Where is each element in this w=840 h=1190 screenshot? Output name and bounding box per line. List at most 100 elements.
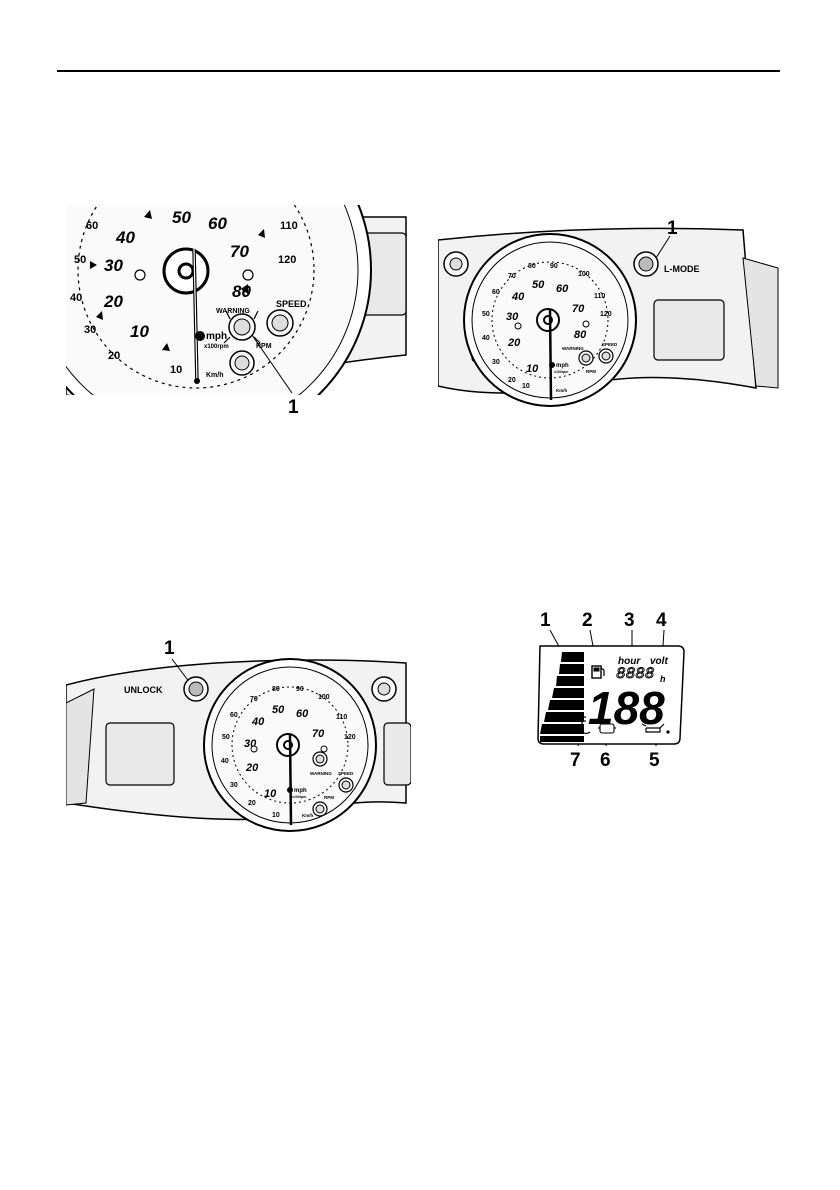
speed-button-label: SPEED [602, 342, 618, 347]
speed-tick-label: 40 [70, 292, 82, 304]
callout-leader [171, 658, 191, 684]
fuel-pump-icon [591, 665, 605, 679]
callout-2: 2 [582, 610, 593, 631]
display-window-right [383, 722, 411, 786]
speed-tick-label: 20 [508, 377, 516, 384]
inner-scale-ring [77, 205, 315, 389]
warning-button-cap[interactable] [233, 318, 251, 336]
speed-tick-label: 30 [84, 324, 96, 336]
speed-tick-label: 30 [230, 782, 238, 789]
needle-tip [194, 378, 200, 384]
callout-1: 1 [540, 610, 551, 631]
callout-leader [251, 334, 293, 394]
callout-1: 1 [288, 397, 299, 418]
warning-button-cap[interactable] [315, 754, 325, 764]
small-segment-display: 8888 [616, 665, 655, 683]
rpm-tick-label: 60 [556, 283, 569, 295]
rpm-button-label: RPM [324, 795, 334, 800]
speed-tick-label: 110 [280, 220, 298, 232]
indicator-lamp [134, 269, 146, 281]
figure-dashboard-lmode: L-MODE 1 10 20 30 40 50 60 70 80 90 100 … [438, 218, 783, 408]
speed-tick-label: 10 [170, 364, 182, 376]
speed-button-cap[interactable] [341, 780, 351, 790]
speed-tick-label: 50 [482, 311, 490, 318]
indicator-lamp [250, 745, 258, 753]
side-panel [66, 688, 95, 806]
speed-tick-label: 30 [492, 359, 500, 366]
kmh-label: Km/h [206, 372, 224, 379]
rpm-tick-label: 70 [312, 728, 325, 740]
mph-label: mph [294, 788, 307, 794]
rpm-tick-label: 40 [511, 291, 525, 303]
side-panel [742, 257, 779, 389]
unlock-label: UNLOCK [124, 685, 163, 695]
needle [288, 734, 293, 826]
rpm-tick-label: 60 [296, 708, 309, 720]
unlock-button-cap[interactable] [188, 681, 204, 697]
needle-hub [276, 733, 300, 757]
rpm-tick-label: 50 [172, 208, 191, 227]
speed-button-cap[interactable] [271, 314, 289, 332]
check-engine-icon [598, 721, 616, 734]
rpm-button-cap[interactable] [315, 804, 325, 814]
rpm-tick-label: 70 [230, 242, 249, 261]
speed-tick-label: 60 [86, 220, 98, 232]
speed-tick-label: 110 [336, 714, 347, 721]
warning-label: WARNING [310, 771, 332, 776]
rpm-tick-label: 50 [532, 279, 545, 291]
speed-tick-label: 70 [250, 696, 258, 703]
rpm-tick-label: 60 [208, 214, 227, 233]
callout-5: 5 [649, 750, 660, 771]
callout-1: 1 [164, 638, 175, 659]
rpm-tick-label: 80 [574, 329, 587, 341]
warning-label: WARNING [216, 308, 250, 315]
callout-6: 6 [600, 750, 611, 771]
speed-tick-label: 80 [272, 686, 280, 693]
speed-tick-label: 50 [74, 254, 86, 266]
speed-button-label: SPEED [338, 771, 354, 776]
speed-button-label: SPEED [276, 299, 307, 309]
button-flash-lines [223, 310, 261, 344]
needle-hub [162, 247, 210, 295]
speed-tick-label: 100 [318, 694, 330, 701]
x100rpm-label: x100rpm [554, 370, 568, 374]
scale-markers [90, 210, 265, 351]
callout-1: 1 [667, 218, 678, 239]
speed-tick-label: 90 [296, 686, 304, 693]
indicator-lamp [582, 320, 590, 328]
callout-leader [655, 235, 671, 259]
figure-gauge-closeup: 60 50 40 30 20 10 110 120 50 60 40 30 20… [66, 205, 411, 420]
warning-button-cap[interactable] [581, 353, 591, 363]
speed-button-cap[interactable] [601, 351, 611, 361]
callout-7: 7 [570, 750, 581, 771]
speed-tick-label: 100 [578, 271, 590, 278]
display-window-right [653, 299, 725, 361]
rpm-tick-label: 30 [104, 256, 123, 275]
rpm-tick-label: 10 [526, 363, 539, 375]
figure-dashboard-unlock: 1 UNLOCK 10 20 30 40 50 60 70 80 90 100 … [66, 633, 411, 848]
mph-lamp [195, 331, 205, 341]
rpm-tick-label: 30 [506, 311, 519, 323]
speed-tick-label: 60 [230, 712, 238, 719]
callout-4: 4 [656, 610, 667, 631]
l-mode-button-cap[interactable] [638, 256, 654, 272]
water-temperature-icon [573, 714, 591, 735]
rpm-tick-label: 10 [130, 322, 149, 341]
figure-lcd-display: 1 2 3 4 hour volt 8888 h 188 [530, 606, 700, 786]
mph-label: mph [206, 331, 227, 342]
rpm-button-cap[interactable] [234, 355, 250, 371]
speed-tick-label: 40 [221, 758, 229, 765]
speed-tick-label: 80 [528, 263, 536, 270]
needle-highlight [193, 248, 198, 384]
rpm-button-label: RPM [586, 369, 596, 374]
speed-tick-label: 20 [248, 800, 256, 807]
speed-tick-label: 70 [508, 273, 516, 280]
speed-tick-label: 60 [492, 289, 500, 296]
indicator-lamp [242, 269, 254, 281]
hour-label: hour [618, 656, 641, 667]
fuel-level-bars [540, 652, 584, 742]
rpm-tick-label: 20 [245, 762, 259, 774]
speed-tick-label: 90 [550, 263, 558, 270]
speed-tick-label: 50 [222, 734, 230, 741]
header-rule [57, 70, 780, 72]
